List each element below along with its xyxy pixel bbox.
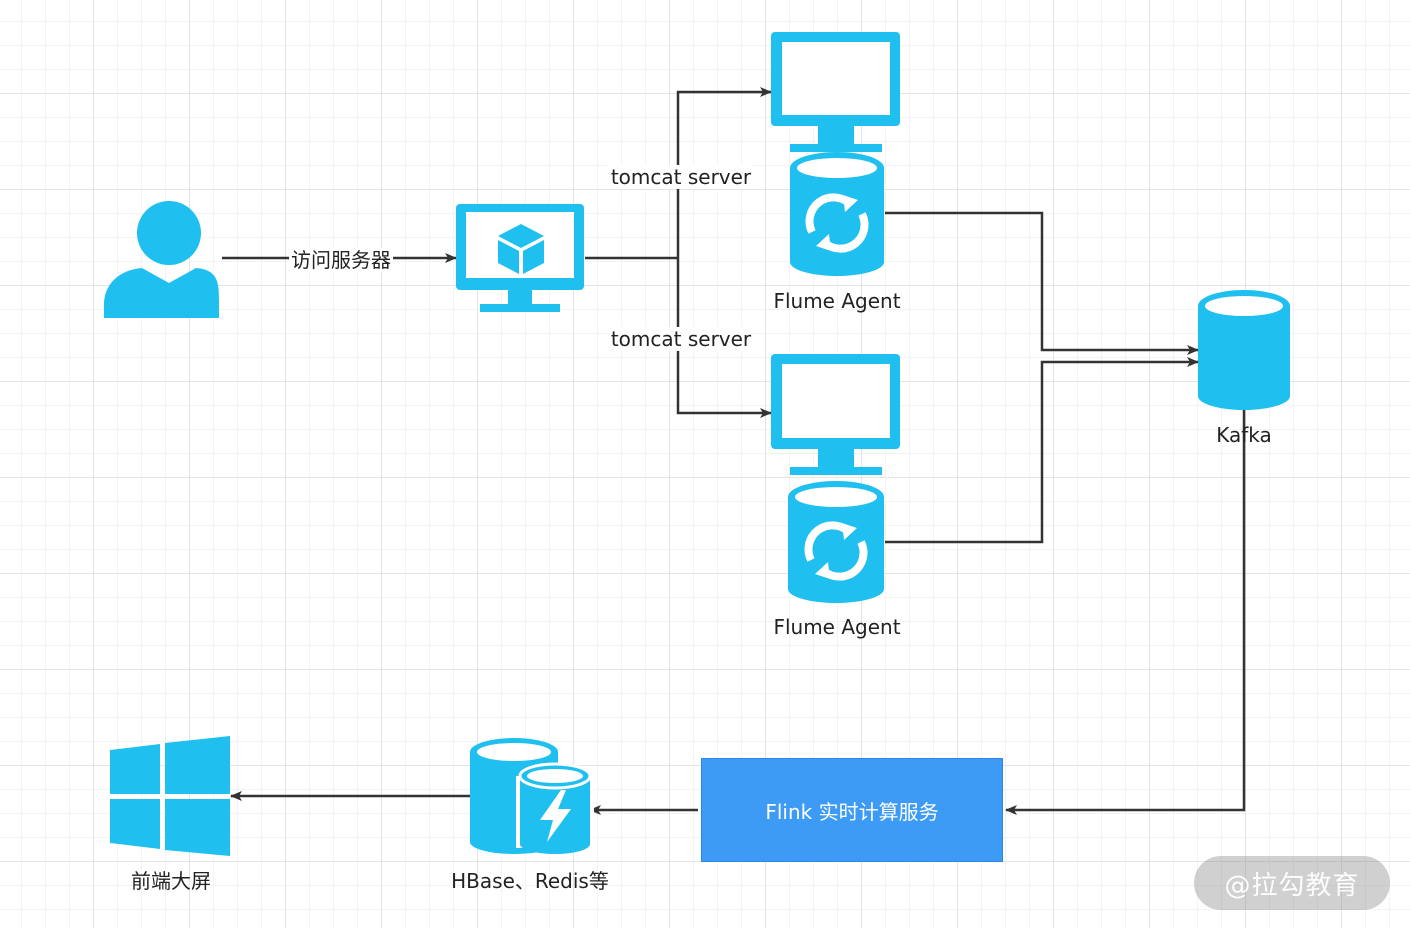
database-sync-icon-top (790, 152, 884, 276)
edge-flume-top-to-kafka (885, 211, 1199, 355)
edge-label-tomcat-top: tomcat server (608, 165, 754, 189)
node-label-flume-agent-bottom: Flume Agent (773, 615, 901, 639)
watermark: @拉勾教育 (1194, 856, 1390, 910)
storage-icon (470, 738, 594, 854)
flink-service-box: Flink 实时计算服务 (701, 758, 1003, 862)
edge-branch-to-monitor-top (676, 87, 772, 258)
node-label-flume-agent-top: Flume Agent (773, 289, 901, 313)
user-icon (104, 201, 220, 318)
edge-label-tomcat-bottom: tomcat server (608, 327, 754, 351)
flink-service-label: Flink 实时计算服务 (765, 799, 939, 824)
edge-branch-to-monitor-bottom (676, 258, 772, 418)
node-label-kafka: Kafka (1216, 423, 1272, 447)
windows-icon (110, 736, 230, 856)
node-label-storage: HBase、Redis等 (451, 869, 609, 893)
edge-label-visit-server: 访问服务器 (289, 248, 393, 272)
server-monitor-icon (456, 204, 584, 312)
sync-icon (805, 193, 869, 253)
edges (222, 87, 1246, 815)
watermark-text: @拉勾教育 (1224, 870, 1360, 901)
cube-icon (498, 224, 544, 274)
edge-flume-bottom-to-kafka (885, 357, 1199, 544)
edge-kafka-to-flink (1005, 410, 1246, 815)
node-label-frontend: 前端大屏 (131, 869, 211, 893)
monitor-icon-top (771, 32, 900, 152)
monitor-icon-bottom (771, 354, 900, 475)
sync-icon (804, 521, 868, 581)
database-sync-icon-bottom (788, 481, 884, 603)
kafka-cylinder-icon (1198, 290, 1290, 410)
lightning-icon (540, 790, 571, 842)
